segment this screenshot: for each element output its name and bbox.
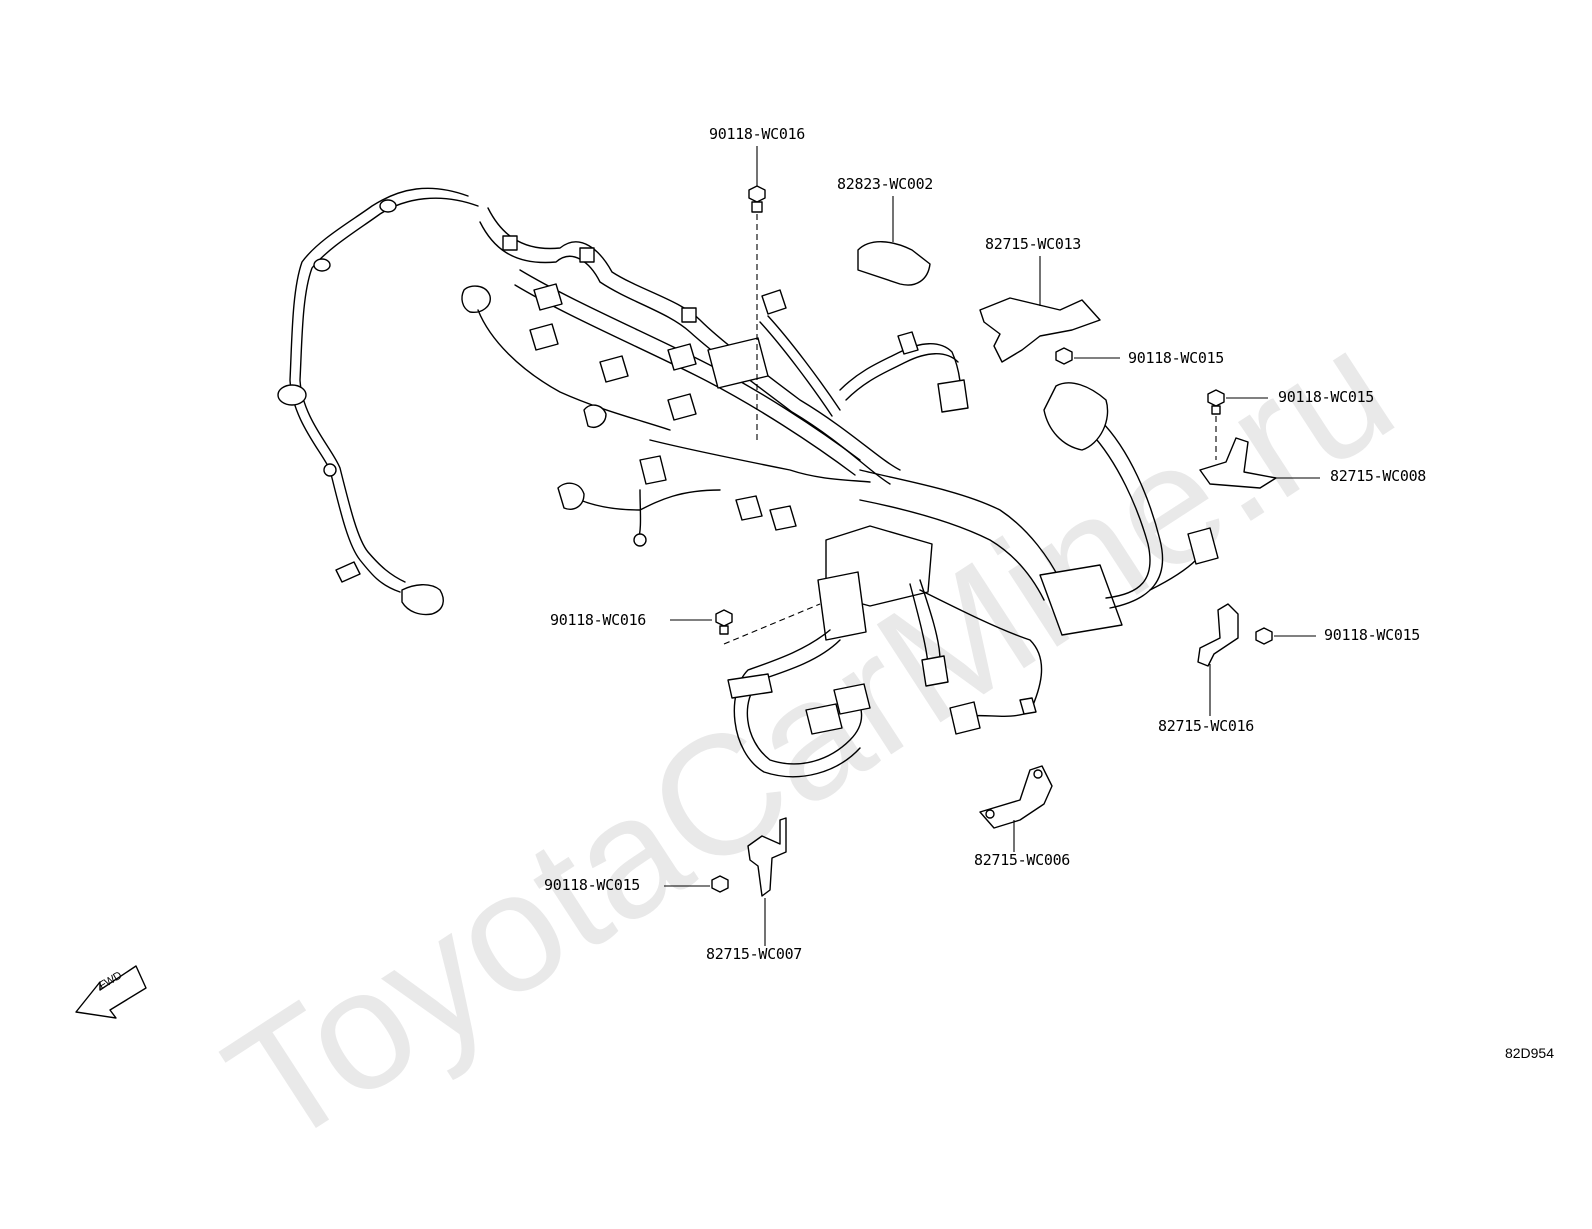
bracket-icon xyxy=(747,817,787,946)
bolt-icon xyxy=(670,603,821,645)
part-label: 90118-WC015 xyxy=(1324,626,1421,644)
part-label: 82715-WC006 xyxy=(974,851,1071,869)
bolt-icon xyxy=(1255,627,1316,645)
part-label: 90118-WC015 xyxy=(544,876,641,894)
bolt-icon xyxy=(664,875,729,893)
part-label: 90118-WC016 xyxy=(709,125,806,143)
bolt-icon xyxy=(1055,347,1120,365)
part-label: 82823-WC002 xyxy=(837,175,934,193)
bracket-icon xyxy=(1199,437,1320,489)
part-label: 90118-WC016 xyxy=(550,611,647,629)
part-label: 82715-WC013 xyxy=(985,235,1082,253)
harness-cover-icon xyxy=(857,196,931,286)
bracket-icon xyxy=(979,765,1053,852)
engine-wire-harness xyxy=(277,187,1219,778)
part-label: 90118-WC015 xyxy=(1128,349,1225,367)
part-label: 82715-WC016 xyxy=(1158,717,1255,735)
part-label: 82715-WC007 xyxy=(706,945,803,963)
bracket-icon xyxy=(979,256,1101,363)
fwd-arrow-icon xyxy=(75,965,147,1019)
part-label: 90118-WC015 xyxy=(1278,388,1375,406)
bolt-icon xyxy=(1207,389,1268,460)
bracket-icon xyxy=(1197,603,1239,716)
wiring-harness-diagram xyxy=(75,146,1320,1019)
figure-code: 82D954 xyxy=(1504,1045,1554,1061)
bolt-icon xyxy=(748,146,766,440)
part-label: 82715-WC008 xyxy=(1330,467,1427,485)
